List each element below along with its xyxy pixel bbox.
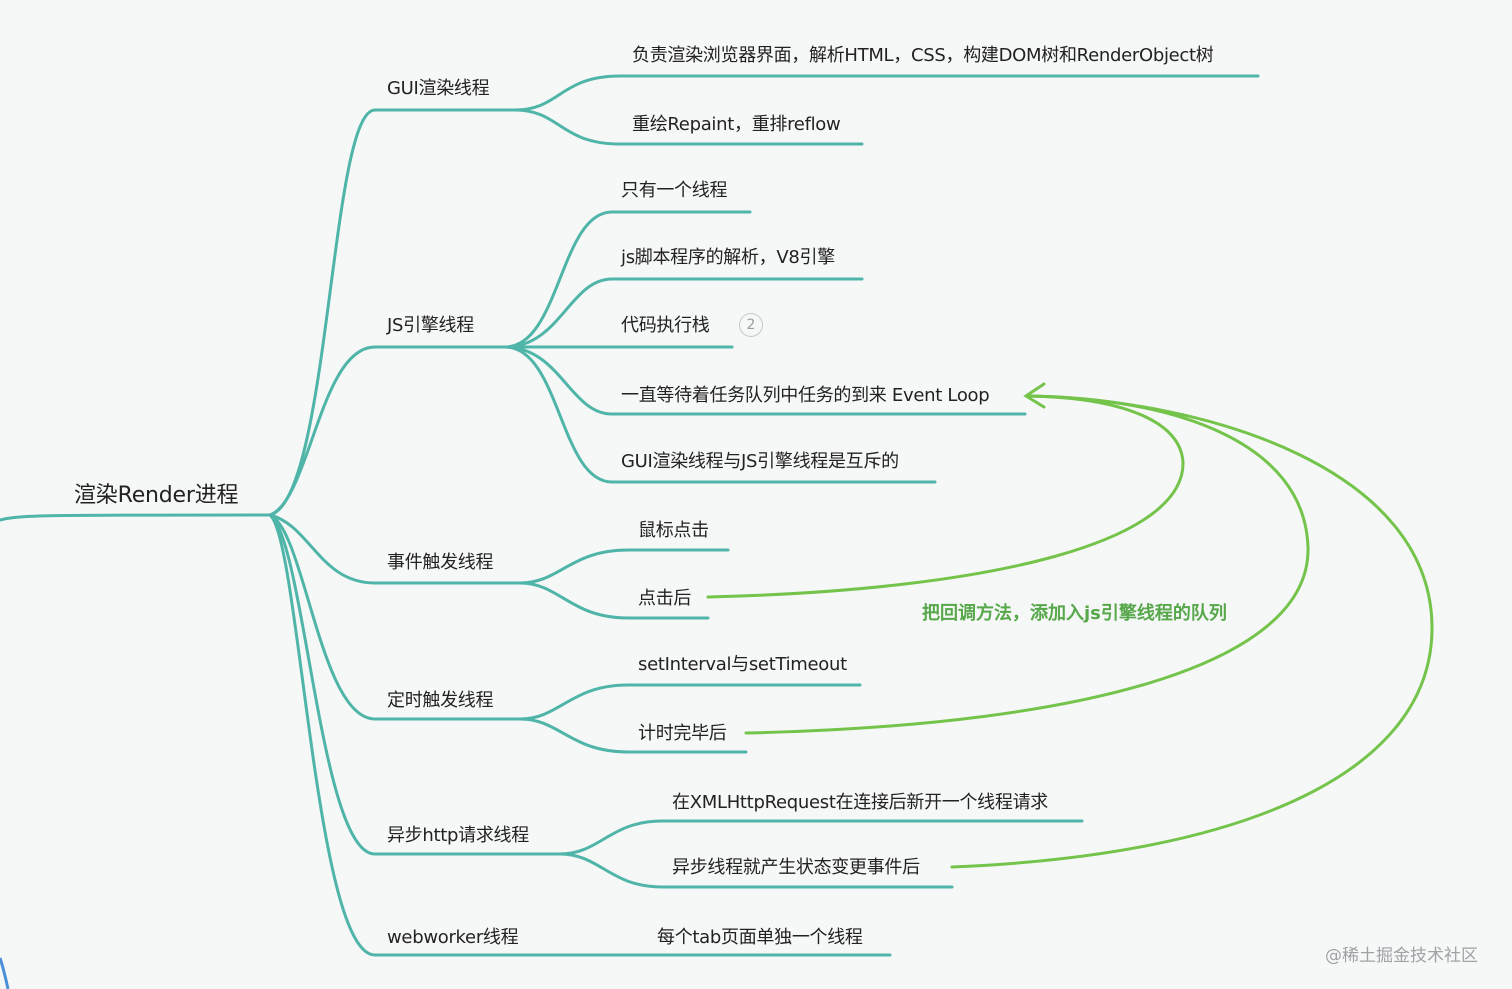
http-child-2[interactable]: 异步线程就产生状态变更事件后 [672, 857, 920, 878]
edge-http-c2 [558, 852, 954, 889]
branch-http-label[interactable]: 异步http请求线程 [387, 825, 529, 846]
js-child-1[interactable]: 只有一个线程 [621, 180, 728, 201]
gui-child-2[interactable]: 重绘Repaint，重排reflow [632, 114, 841, 135]
edge-timer-c2 [518, 717, 748, 754]
branch-js-label[interactable]: JS引擎线程 [387, 315, 474, 336]
http-child-1[interactable]: 在XMLHttpRequest在连接后新开一个线程请求 [672, 792, 1048, 813]
edge-event-c1 [518, 548, 730, 585]
edge-root-event [268, 513, 522, 585]
edge-timer-c1 [518, 683, 862, 721]
arrowhead [1023, 382, 1046, 409]
edge-js-c5 [503, 345, 937, 484]
watermark: @稀土掘金技术社区 [1325, 946, 1478, 966]
branch-event-label[interactable]: 事件触发线程 [387, 552, 494, 573]
note-count-badge[interactable]: 2 [739, 313, 763, 337]
edge-root-timer [268, 513, 522, 721]
offscreen-arc [0, 957, 10, 989]
root-node-label[interactable]: 渲染Render进程 [74, 483, 239, 508]
js-child-5[interactable]: GUI渲染线程与JS引擎线程是互斥的 [621, 451, 899, 472]
edge-root-worker [268, 513, 892, 957]
edge-gui-c2 [513, 108, 864, 146]
edge-js-c1 [503, 210, 752, 349]
root-underline [0, 513, 272, 522]
gui-child-1[interactable]: 负责渲染浏览器界面，解析HTML，CSS，构建DOM树和RenderObject… [632, 45, 1214, 66]
branch-gui-label[interactable]: GUI渲染线程 [387, 78, 490, 99]
js-child-3[interactable]: 代码执行栈 [621, 315, 710, 336]
callback-annotation[interactable]: 把回调方法，添加入js引擎线程的队列 [922, 603, 1227, 624]
edge-js-c4 [503, 345, 1027, 416]
js-child-2[interactable]: js脚本程序的解析，V8引擎 [621, 247, 835, 268]
edge-root-http [268, 513, 562, 856]
arrow-from-timer [744, 394, 1310, 735]
arrow-from-click [706, 394, 1185, 599]
arrow-from-http [950, 394, 1434, 869]
timer-child-2[interactable]: 计时完毕后 [638, 723, 727, 744]
event-child-2[interactable]: 点击后 [638, 588, 692, 609]
edge-js-c2 [503, 277, 864, 349]
edge-root-js [268, 345, 507, 517]
event-child-1[interactable]: 鼠标点击 [638, 520, 709, 541]
worker-child-1[interactable]: 每个tab页面单独一个线程 [657, 927, 863, 948]
branch-timer-label[interactable]: 定时触发线程 [387, 690, 494, 711]
edge-event-c2 [518, 581, 710, 620]
edge-gui-c1 [513, 74, 1260, 112]
edge-http-c1 [558, 819, 1084, 856]
branch-worker-label[interactable]: webworker线程 [387, 927, 519, 948]
timer-child-1[interactable]: setInterval与setTimeout [638, 654, 847, 675]
js-child-4[interactable]: 一直等待着任务队列中任务的到来 Event Loop [621, 385, 990, 406]
